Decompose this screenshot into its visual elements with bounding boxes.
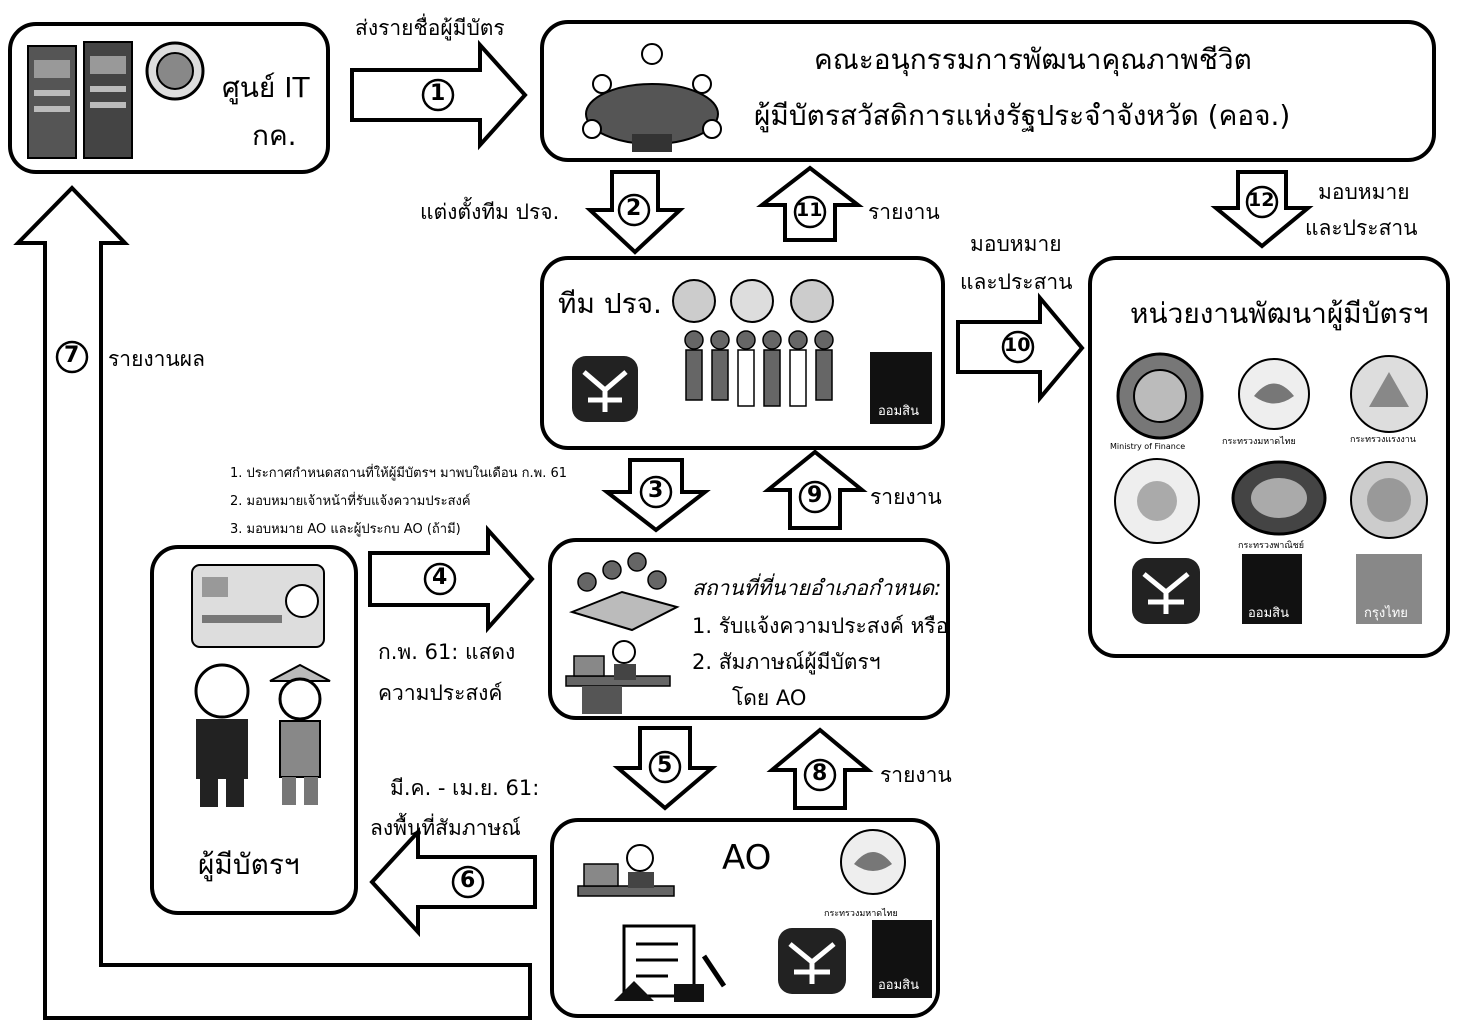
step-9-label: รายงาน	[870, 485, 942, 509]
step-1-label: ส่งรายชื่อผู้มีบัตร	[355, 16, 505, 40]
it-center-subtitle: กค.	[252, 119, 297, 152]
baac-logo-icon	[572, 356, 638, 422]
step-8-circle	[803, 758, 837, 792]
venue-box: สถานที่ที่นายอำเภอกำหนด: 1. รับแจ้งความป…	[548, 538, 950, 720]
officer-desk-icon	[565, 640, 671, 714]
step-2-label: แต่งตั้งทีม ปรจ.	[420, 200, 560, 224]
step-11-number: 11	[796, 199, 823, 221]
seal-icon-6	[1350, 461, 1428, 539]
seal-icon-4	[1114, 458, 1200, 544]
committee-title-2: ผู้มีบัตรสวัสดิการแห่งรัฐประจำจังหวัด (ค…	[754, 99, 1291, 132]
step-4-label-2: ความประสงค์	[378, 681, 503, 705]
step-3-circle	[639, 475, 673, 509]
it-center-box: ศูนย์ IT กค.	[8, 22, 330, 174]
welfare-card-icon	[191, 564, 325, 648]
gsb-logo-label-units: ออมสิน	[1248, 606, 1290, 621]
interior-ministry-seal-icon-ao	[840, 829, 906, 895]
finance-seal-icon	[145, 41, 205, 101]
step-8-label: รายงาน	[880, 763, 952, 787]
venue-item-3: โดย AO	[732, 686, 807, 710]
finance-ministry-seal-icon	[1116, 352, 1204, 440]
interior-ministry-seal-icon	[1238, 358, 1310, 430]
gsb-logo-label: ออมสิน	[878, 404, 920, 419]
step-1-number: 1	[430, 81, 446, 106]
ktb-logo-label: กรุงไทย	[1364, 606, 1408, 621]
it-center-title: ศูนย์ IT	[222, 71, 310, 104]
arrow-step-7	[13, 185, 532, 1020]
interior-ministry-label: กระทรวงมหาดไทย	[1222, 437, 1296, 447]
team-box: ทีม ปรจ. ออมสิน	[540, 256, 945, 450]
step-6-circle	[451, 865, 485, 899]
labour-ministry-seal-icon	[1350, 355, 1428, 433]
committee-title-1: คณะอนุกรรมการพัฒนาคุณภาพชีวิต	[814, 43, 1252, 76]
step-12-number: 12	[1248, 189, 1275, 211]
step-7-number: 7	[64, 343, 80, 368]
committee-box: คณะอนุกรรมการพัฒนาคุณภาพชีวิต ผู้มีบัตรส…	[540, 20, 1436, 162]
server-icon	[27, 41, 133, 159]
step-5-circle	[648, 750, 682, 784]
gsb-logo-icon: ออมสิน	[870, 352, 932, 424]
venue-item-1: 1. รับแจ้งความประสงค์ หรือ	[692, 614, 949, 638]
ao-officer-icon	[577, 844, 727, 1002]
step-7-circle	[55, 340, 89, 374]
step-10-label-2: และประสาน	[960, 270, 1073, 294]
team-seals-icon	[672, 279, 834, 323]
step-12-circle	[1245, 185, 1279, 219]
step-12-label-1: มอบหมาย	[1318, 180, 1410, 204]
step-9-circle	[798, 480, 832, 514]
gsb-logo-icon-units: ออมสิน	[1242, 554, 1302, 624]
commerce-ministry-label: กระทรวงพาณิชย์	[1238, 541, 1305, 551]
step-3-note-3: 3. มอบหมาย AO และผู้ประกบ AO (ถ้ามี)	[230, 522, 461, 537]
people-group-icon	[684, 330, 834, 407]
step-6-number: 6	[460, 868, 476, 893]
venue-item-2: 2. สัมภาษณ์ผู้มีบัตรฯ	[692, 650, 881, 674]
step-3-number: 3	[648, 478, 664, 503]
gsb-logo-label-ao: ออมสิน	[878, 978, 920, 993]
step-10-circle	[1001, 330, 1035, 364]
step-1-circle	[421, 78, 455, 112]
team-title: ทีม ปรจ.	[558, 287, 662, 320]
finance-ministry-label: Ministry of Finance	[1110, 442, 1186, 451]
step-3-note-2: 2. มอบหมายเจ้าหน้าที่รับแจ้งความประสงค์	[230, 494, 471, 509]
step-10-label-1: มอบหมาย	[970, 232, 1062, 256]
step-11-label: รายงาน	[868, 200, 940, 224]
gsb-logo-icon-ao: ออมสิน	[872, 920, 932, 998]
meeting-icon	[582, 43, 722, 152]
labour-ministry-label: กระทรวงแรงงาน	[1350, 435, 1416, 445]
step-4-label-1: ก.พ. 61: แสดง	[378, 640, 516, 664]
ao-box: AO กระทรวงมหาดไทย ออมสิน	[550, 818, 940, 1018]
baac-logo-icon-ao	[778, 928, 846, 994]
interior-ministry-label-ao: กระทรวงมหาดไทย	[824, 909, 898, 919]
step-7-label: รายงานผล	[108, 347, 205, 371]
step-2-circle	[617, 193, 651, 227]
units-box: หน่วยงานพัฒนาผู้มีบัตรฯ Ministry of Fina…	[1088, 256, 1450, 658]
step-5-number: 5	[657, 753, 673, 778]
step-6-label-2: ลงพื้นที่สัมภาษณ์	[370, 816, 521, 840]
holders-title: ผู้มีบัตรฯ	[198, 848, 300, 881]
step-11-circle	[793, 195, 827, 229]
baac-logo-icon-units	[1132, 558, 1200, 624]
map-pin-icon	[568, 552, 680, 632]
step-6-label-1: มี.ค. - เม.ย. 61:	[390, 776, 540, 800]
holders-box: ผู้มีบัตรฯ	[150, 545, 358, 915]
step-3-note-1: 1. ประกาศกำหนดสถานที่ให้ผู้มีบัตรฯ มาพบใ…	[230, 466, 568, 481]
ktb-logo-icon: กรุงไทย	[1356, 554, 1422, 624]
step-4-circle	[423, 562, 457, 596]
step-9-number: 9	[807, 483, 823, 508]
step-8-number: 8	[812, 761, 828, 786]
commerce-ministry-seal-icon	[1231, 460, 1327, 536]
venue-title: สถานที่ที่นายอำเภอกำหนด:	[692, 576, 942, 600]
ao-title: AO	[722, 838, 772, 878]
step-2-number: 2	[626, 196, 642, 221]
step-4-number: 4	[432, 565, 448, 590]
units-title: หน่วยงานพัฒนาผู้มีบัตรฯ	[1130, 297, 1429, 330]
step-12-label-2: และประสาน	[1305, 216, 1418, 240]
people-icon	[194, 663, 331, 807]
step-10-number: 10	[1004, 334, 1031, 356]
